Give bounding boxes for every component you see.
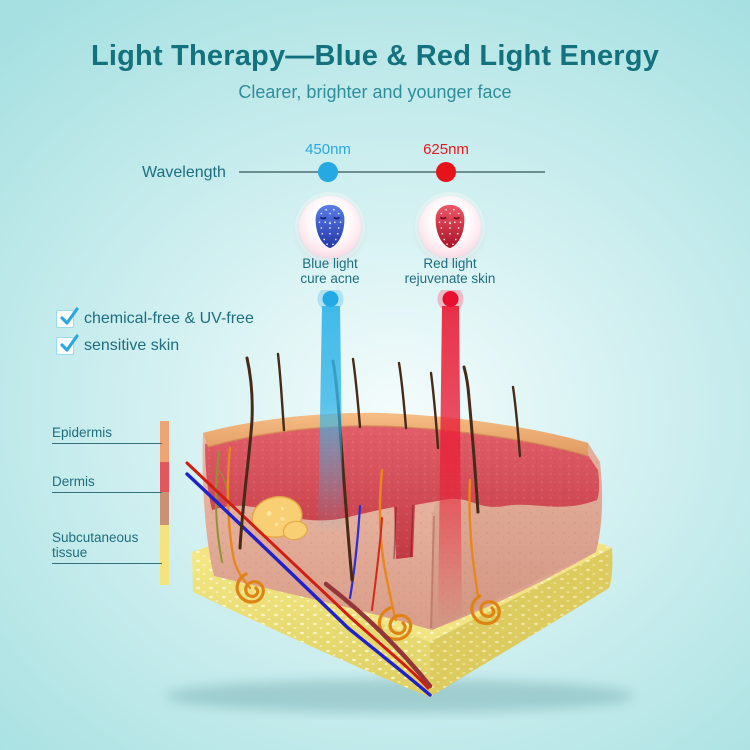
blue-light-caption: Blue light cure acne bbox=[280, 256, 380, 286]
epidermis-cap bbox=[203, 412, 589, 457]
page-subtitle: Clearer, brighter and younger face bbox=[238, 82, 512, 102]
feature-label: sensitive skin bbox=[84, 337, 180, 354]
legend-label-dermis: Dermis bbox=[52, 474, 95, 489]
wavelength-axis-line bbox=[239, 171, 545, 173]
blood-vessels bbox=[185, 461, 433, 697]
legend-bar-lower-dermis bbox=[160, 492, 169, 525]
blue-light-caption-line1: Blue light bbox=[302, 256, 358, 271]
wavelength-dot-red bbox=[436, 162, 456, 182]
red-led-mask-icon bbox=[435, 204, 465, 249]
legend-label-subcutaneous: Subcutaneous tissue bbox=[52, 530, 139, 560]
checkmark-icon bbox=[60, 307, 79, 325]
red-light-caption: Red light rejuvenate skin bbox=[393, 256, 507, 286]
legend-bar-epidermis bbox=[160, 421, 169, 462]
red-layer bbox=[205, 423, 600, 560]
sebaceous-gland bbox=[251, 496, 308, 541]
red-light-caption-line2: rejuvenate skin bbox=[404, 271, 496, 286]
wavelength-dot-blue bbox=[318, 162, 338, 182]
wavelength-value-450nm: 450nm bbox=[305, 141, 351, 158]
legend-leader-line bbox=[52, 492, 162, 493]
page-title: Light Therapy—Blue & Red Light Energy bbox=[90, 40, 660, 72]
feature-label: chemical-free & UV-free bbox=[84, 310, 254, 327]
skin-cross-section-illustration bbox=[165, 290, 635, 713]
red-light-beam bbox=[437, 290, 464, 620]
legend-bar-subcutaneous bbox=[160, 525, 169, 585]
block-shadow bbox=[165, 679, 635, 713]
blue-led-mask-icon bbox=[315, 204, 345, 249]
feature-item-chemical-free: chemical-free & UV-free bbox=[56, 307, 296, 329]
wavelength-value-625nm: 625nm bbox=[423, 141, 469, 158]
blue-light-beam bbox=[317, 290, 344, 532]
feature-item-sensitive-skin: sensitive skin bbox=[56, 334, 296, 356]
legend-leader-line bbox=[52, 443, 162, 444]
legend-bar-dermis bbox=[160, 462, 169, 492]
legend-leader-line bbox=[52, 563, 162, 564]
wavelength-label: Wavelength bbox=[142, 164, 226, 181]
legend-label-epidermis: Epidermis bbox=[52, 425, 113, 440]
nerve-fibers bbox=[214, 446, 480, 622]
red-mask-badge bbox=[419, 196, 481, 258]
red-light-caption-line1: Red light bbox=[423, 256, 477, 271]
checkmark-icon bbox=[60, 334, 79, 352]
blue-mask-badge bbox=[299, 196, 361, 258]
blue-light-caption-line2: cure acne bbox=[300, 271, 360, 286]
